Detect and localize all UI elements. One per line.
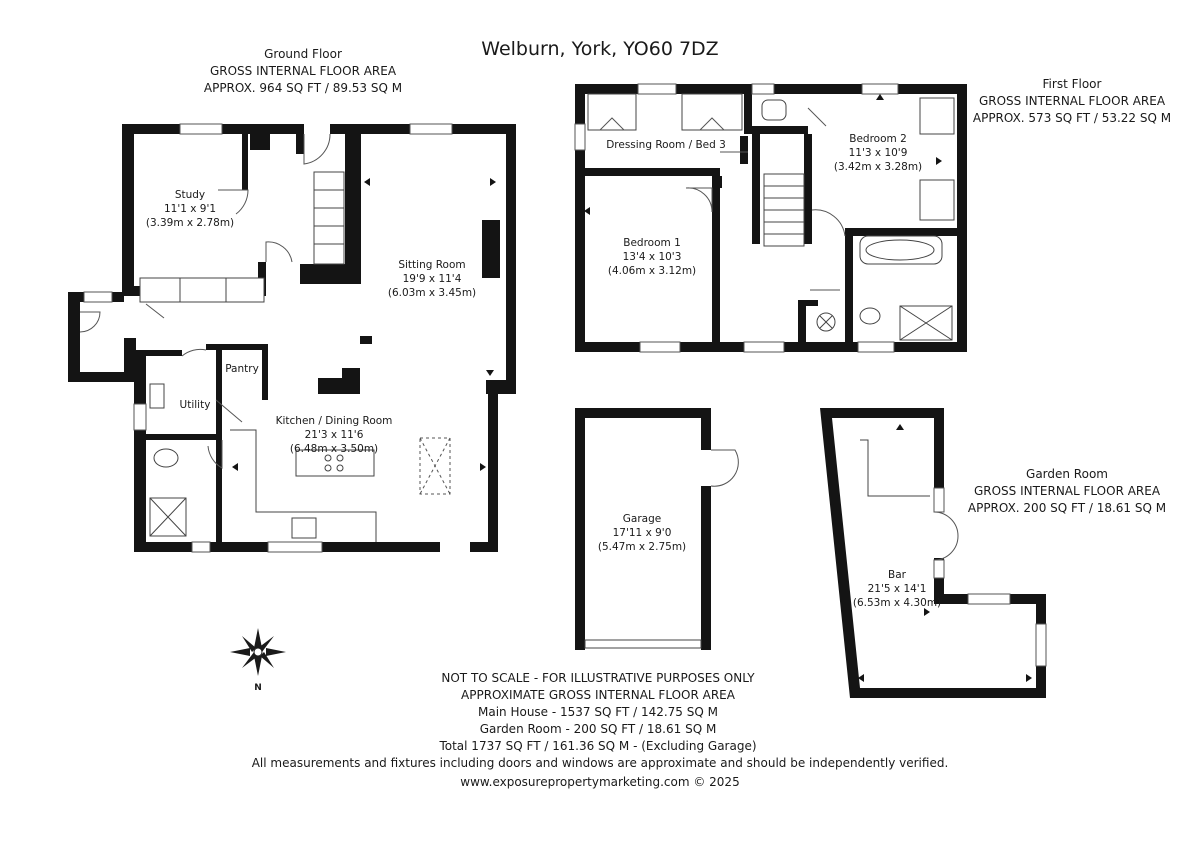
study-metric: (3.39m x 2.78m) (146, 217, 234, 229)
study-imperial: 11'1 x 9'1 (164, 203, 216, 215)
kitchen-imperial: 21'3 x 11'6 (305, 429, 364, 441)
bedroom1-metric: (4.06m x 3.12m) (608, 265, 696, 277)
first-floor-heading: First Floor (1043, 77, 1102, 91)
ground-floor-area-label: GROSS INTERNAL FLOOR AREA (210, 64, 397, 78)
garden-room-area-label: GROSS INTERNAL FLOOR AREA (974, 484, 1161, 498)
compass-north-label: N (254, 683, 262, 693)
first-floor-plan (574, 83, 967, 353)
footer-line-2: APPROXIMATE GROSS INTERNAL FLOOR AREA (461, 688, 736, 702)
bedroom2-label: Bedroom 2 (849, 133, 907, 145)
pantry-label: Pantry (225, 363, 259, 375)
ground-floor-area: APPROX. 964 SQ FT / 89.53 SQ M (204, 81, 402, 95)
footer-website: www.exposurepropertymarketing.com © 2025 (460, 775, 739, 789)
bar-metric: (6.53m x 4.30m) (853, 597, 941, 609)
bedroom1-imperial: 13'4 x 10'3 (623, 251, 682, 263)
sitting-room-label: Sitting Room (398, 259, 465, 271)
compass-rose-icon (230, 628, 286, 676)
bar-imperial: 21'5 x 14'1 (868, 583, 927, 595)
ground-floor-heading: Ground Floor (264, 47, 342, 61)
footer-line-1: NOT TO SCALE - FOR ILLUSTRATIVE PURPOSES… (441, 671, 755, 685)
garage-plan (575, 408, 739, 650)
garden-room-plan (820, 408, 1047, 698)
bar-label: Bar (888, 569, 907, 581)
garage-imperial: 17'11 x 9'0 (613, 527, 672, 539)
sitting-room-imperial: 19'9 x 11'4 (403, 273, 462, 285)
dressing-room-label: Dressing Room / Bed 3 (606, 139, 726, 151)
bedroom2-metric: (3.42m x 3.28m) (834, 161, 922, 173)
ground-floor-plan (68, 123, 516, 553)
garage-metric: (5.47m x 2.75m) (598, 541, 686, 553)
bedroom1-label: Bedroom 1 (623, 237, 681, 249)
utility-label: Utility (180, 399, 211, 411)
footer-line-3: Main House - 1537 SQ FT / 142.75 SQ M (478, 705, 718, 719)
garden-room-heading: Garden Room (1026, 467, 1108, 481)
first-floor-area-label: GROSS INTERNAL FLOOR AREA (979, 94, 1166, 108)
first-floor-area: APPROX. 573 SQ FT / 53.22 SQ M (973, 111, 1171, 125)
garden-room-area: APPROX. 200 SQ FT / 18.61 SQ M (968, 501, 1166, 515)
footer-line-5: Total 1737 SQ FT / 161.36 SQ M - (Exclud… (438, 739, 756, 753)
study-label: Study (175, 189, 205, 201)
footer-disclaimer: All measurements and fixtures including … (252, 756, 949, 770)
property-title: Welburn, York, YO60 7DZ (481, 38, 718, 60)
bedroom2-imperial: 11'3 x 10'9 (849, 147, 908, 159)
sitting-room-metric: (6.03m x 3.45m) (388, 287, 476, 299)
kitchen-metric: (6.48m x 3.50m) (290, 443, 378, 455)
garage-label: Garage (623, 513, 661, 525)
footer-line-4: Garden Room - 200 SQ FT / 18.61 SQ M (480, 722, 717, 736)
kitchen-label: Kitchen / Dining Room (276, 415, 393, 427)
